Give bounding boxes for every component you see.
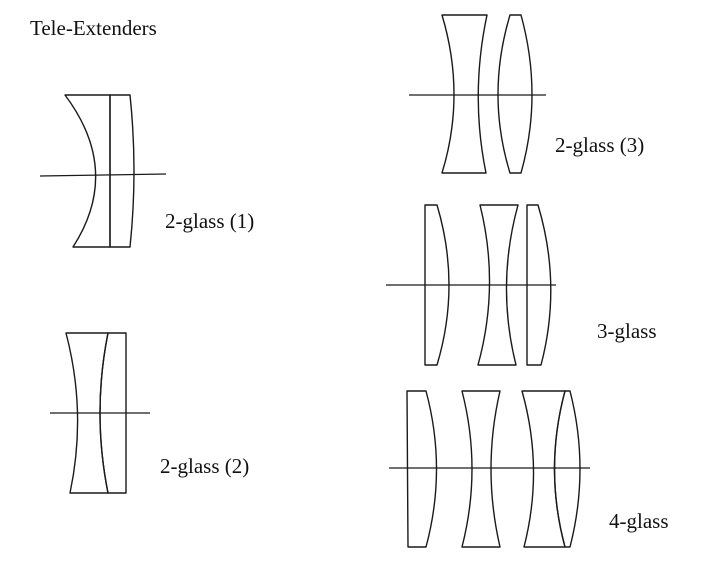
label-2-glass-3: 2-glass (3) [555, 133, 645, 157]
lens-element [109, 94, 135, 248]
lens-group-3-glass [386, 204, 556, 366]
lens-element [497, 14, 533, 174]
lens-element [521, 390, 566, 548]
label-3-glass: 3-glass [597, 319, 657, 343]
lens-element [99, 332, 127, 494]
lens-element [553, 390, 581, 548]
lens-element [424, 204, 450, 366]
label-2-glass-2: 2-glass (2) [160, 454, 250, 478]
lens-element [461, 390, 501, 548]
label-2-glass-1: 2-glass (1) [165, 209, 255, 233]
lens-element [441, 14, 488, 174]
optical-axis [39, 173, 167, 177]
label-4-glass: 4-glass [609, 509, 669, 533]
lens-group-2-glass-2 [50, 332, 150, 494]
lens-group-4-glass [389, 390, 590, 548]
lens-group-2-glass-1 [39, 94, 167, 248]
lens-element [64, 94, 111, 248]
lens-group-2-glass-3 [409, 14, 546, 174]
figure-title: Tele-Extenders [30, 16, 157, 40]
lens-element [526, 204, 552, 366]
lens-element [477, 204, 519, 366]
lens-element [406, 390, 438, 548]
